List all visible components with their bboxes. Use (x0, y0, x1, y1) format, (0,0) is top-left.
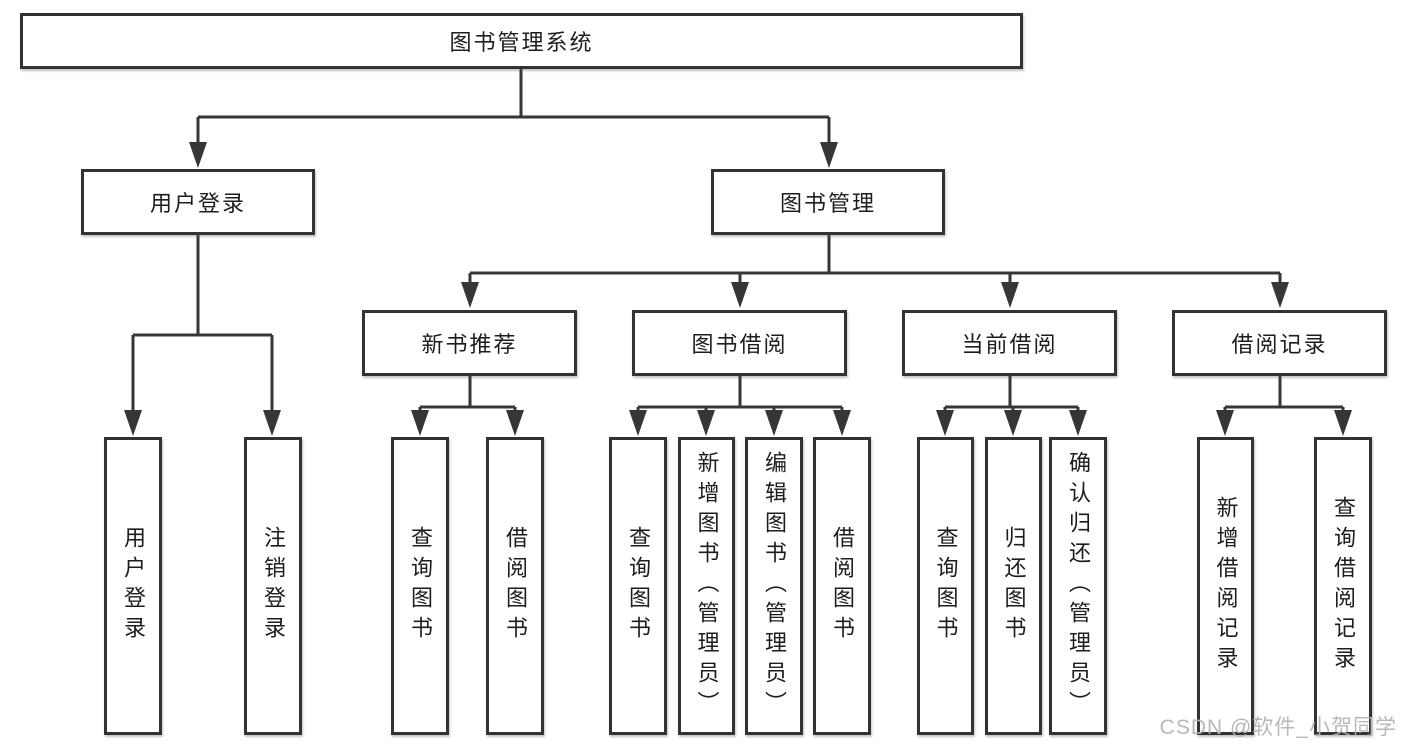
connector-book-management-children (468, 233, 1282, 284)
arrowhead-newrec-query (411, 410, 429, 436)
leaf-user-login: 用户登录 (104, 437, 162, 735)
arrowhead-to-leaf-user-login (124, 410, 142, 436)
node-book-borrowing: 图书借阅 (632, 310, 847, 376)
leaf-borrow-query-books-label: 查询图书 (626, 526, 651, 646)
leaf-records-query-record-label: 查询借阅记录 (1331, 496, 1356, 676)
arrowhead-borrow-add (697, 410, 715, 436)
connector-user-login-children (131, 233, 274, 412)
leaf-borrow-add-books-admin-label: 新增图书（管理员） (694, 451, 720, 721)
leaf-records-add-record: 新增借阅记录 (1197, 437, 1254, 735)
node-current-borrowing-label: 当前借阅 (961, 332, 1058, 357)
leaf-newrec-query-books-label: 查询图书 (408, 526, 433, 646)
arrowhead-to-book-management (820, 142, 838, 168)
leaf-borrow-borrow-books: 借阅图书 (813, 437, 871, 735)
leaf-borrow-borrow-books-label: 借阅图书 (830, 526, 855, 646)
arrowhead-to-leaf-logout (263, 410, 281, 436)
arrowhead-to-new-book-recommend (461, 282, 479, 308)
arrowhead-records-query (1334, 410, 1352, 436)
leaf-current-confirm-return-admin: 确认归还（管理员） (1049, 437, 1107, 735)
leaf-current-query-books: 查询图书 (917, 437, 974, 735)
node-current-borrowing: 当前借阅 (902, 310, 1117, 376)
arrowhead-to-book-borrowing (731, 282, 749, 308)
node-book-management-label: 图书管理 (779, 191, 876, 216)
arrowhead-borrow-query (629, 410, 647, 436)
arrowhead-to-current-borrowing (1001, 282, 1019, 308)
leaf-current-confirm-return-admin-label: 确认归还（管理员） (1066, 451, 1091, 721)
leaf-borrow-query-books: 查询图书 (609, 437, 667, 735)
connector-book-borrowing-children (636, 375, 844, 412)
arrowhead-to-user-login (189, 142, 207, 168)
node-borrowing-records-label: 借阅记录 (1231, 332, 1328, 357)
leaf-newrec-borrow-books-label: 借阅图书 (503, 526, 528, 646)
connector-borrowing-records-children (1223, 375, 1345, 412)
leaf-user-login-label: 用户登录 (121, 526, 146, 646)
node-new-book-recommend: 新书推荐 (362, 310, 577, 376)
arrowhead-current-return (1004, 410, 1022, 436)
node-root-label: 图书管理系统 (449, 30, 594, 55)
arrowhead-borrow-edit (765, 410, 783, 436)
arrowhead-current-query (936, 410, 954, 436)
arrowhead-records-add (1216, 410, 1234, 436)
leaf-logout-label: 注销登录 (261, 526, 286, 646)
node-book-management: 图书管理 (711, 169, 945, 235)
node-user-login: 用户登录 (81, 169, 315, 235)
node-book-borrowing-label: 图书借阅 (691, 332, 788, 357)
leaf-current-return-books-label: 归还图书 (1001, 526, 1027, 646)
leaf-newrec-borrow-books: 借阅图书 (486, 437, 544, 735)
leaf-borrow-edit-books-admin: 编辑图书（管理员） (745, 437, 803, 735)
leaf-current-return-books: 归还图书 (985, 437, 1042, 735)
node-new-book-recommend-label: 新书推荐 (421, 332, 518, 357)
arrowhead-newrec-borrow (506, 410, 524, 436)
node-borrowing-records: 借阅记录 (1172, 310, 1387, 376)
leaf-newrec-query-books: 查询图书 (391, 437, 449, 735)
connector-current-borrowing-children (943, 375, 1080, 412)
leaf-borrow-add-books-admin: 新增图书（管理员） (678, 437, 735, 735)
leaf-records-add-record-label: 新增借阅记录 (1213, 496, 1239, 676)
arrowhead-borrow-borrow (833, 410, 851, 436)
connector-root-to-level2 (196, 66, 831, 144)
arrowhead-to-borrowing-records (1271, 282, 1289, 308)
node-root: 图书管理系统 (20, 13, 1023, 69)
leaf-borrow-edit-books-admin-label: 编辑图书（管理员） (762, 451, 787, 721)
leaf-current-query-books-label: 查询图书 (933, 526, 959, 646)
leaf-logout: 注销登录 (244, 437, 302, 735)
csdn-watermark: CSDN @软件_小贺同学 (1159, 716, 1397, 739)
arrowhead-current-confirm (1069, 410, 1087, 436)
connector-new-book-recommend-children (418, 375, 517, 412)
leaf-records-query-record: 查询借阅记录 (1314, 437, 1372, 735)
node-user-login-label: 用户登录 (149, 191, 246, 216)
